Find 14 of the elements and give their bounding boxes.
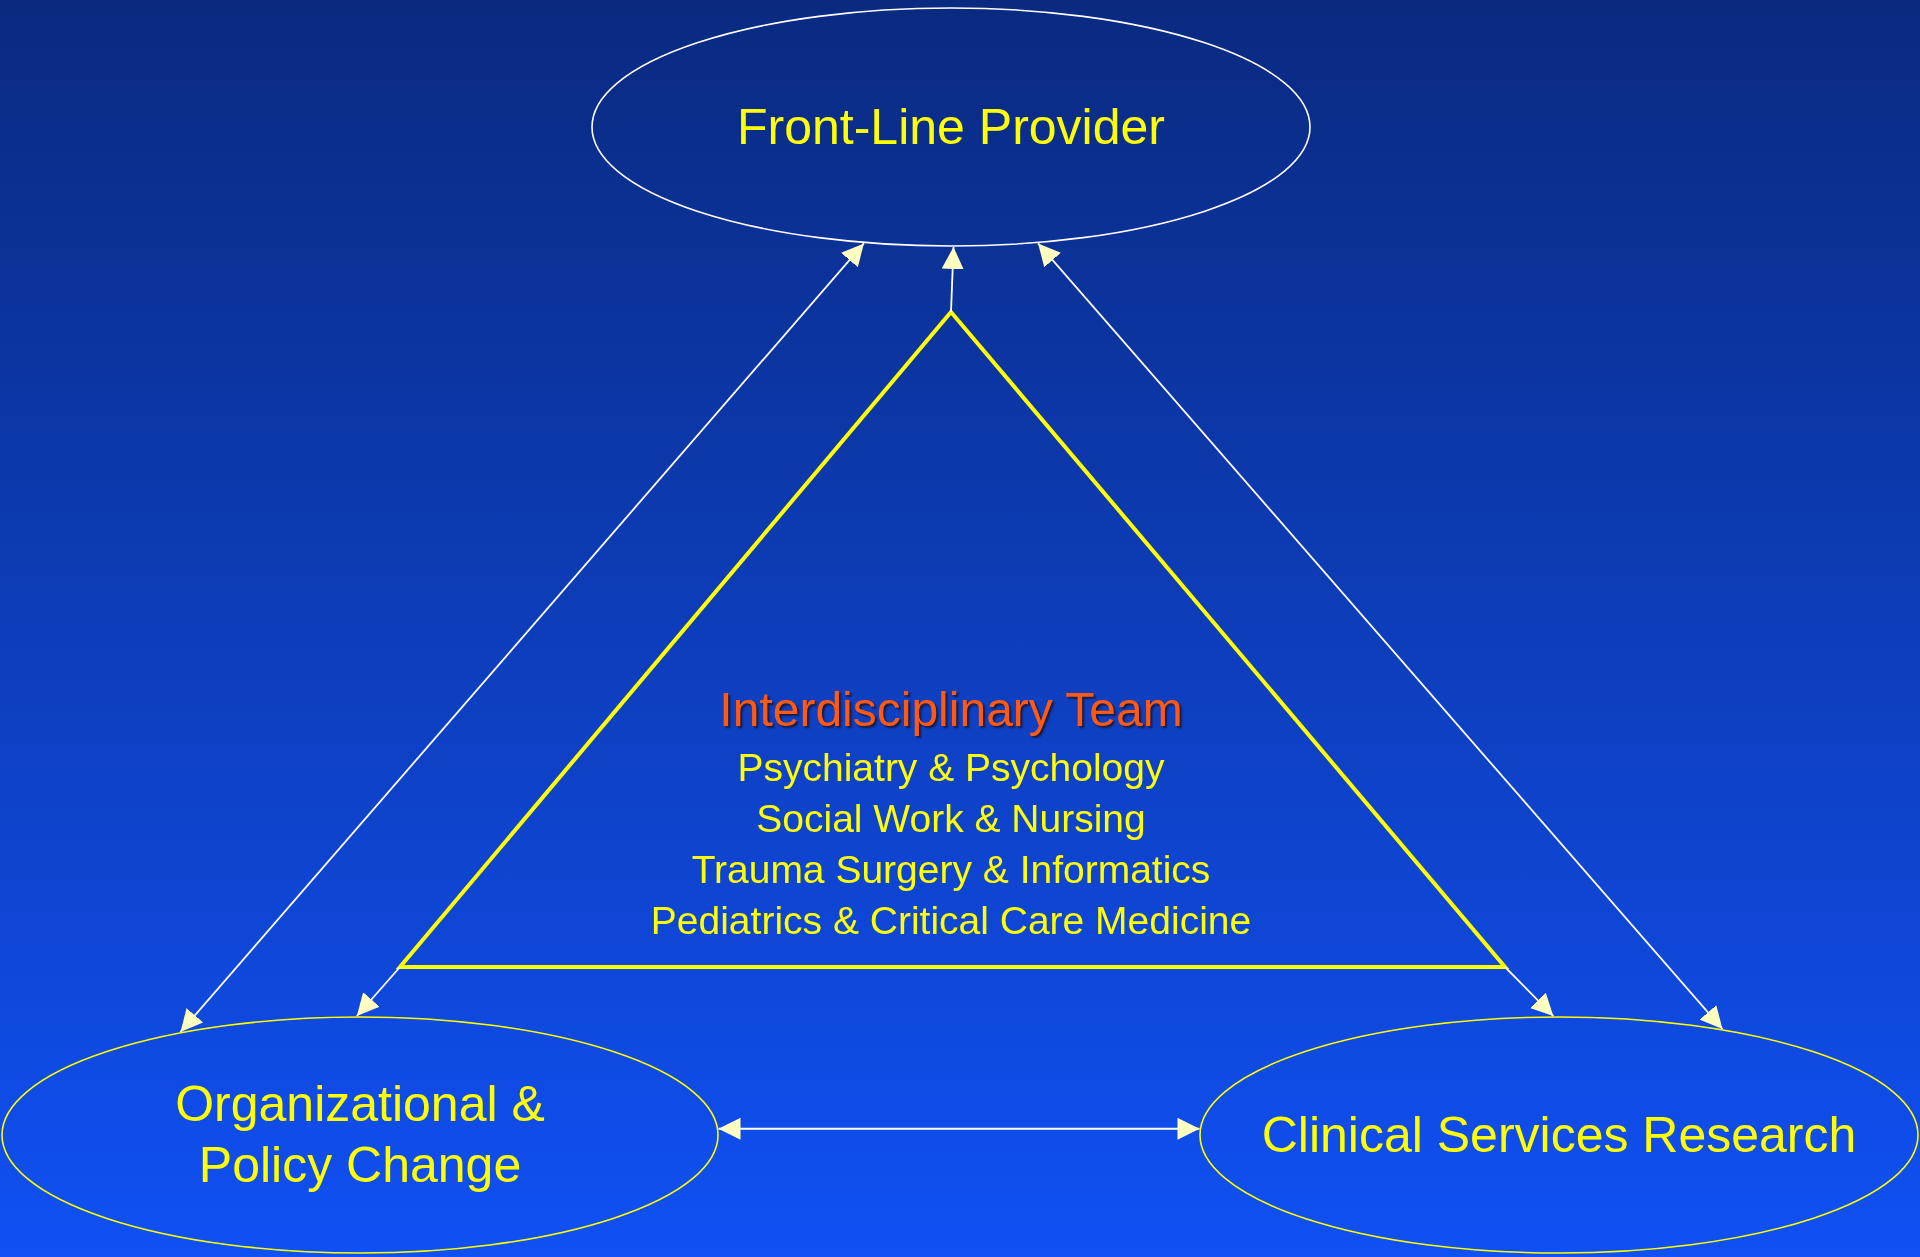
node-label: Clinical Services Research [1260,1105,1858,1165]
arrow [1037,242,1724,1030]
node-label: Organizational & Policy Change [174,1075,546,1195]
discipline-label: Psychiatry & Psychology [737,745,1165,791]
discipline-label: Pediatrics & Critical Care Medicine [650,898,1252,944]
team-heading: Interdisciplinary Team [719,682,1183,738]
node-label: Front-Line Provider [736,97,1166,157]
arrow [1504,966,1555,1017]
discipline-label: Trauma Surgery & Informatics [691,847,1211,893]
arrow [941,246,964,313]
arrow [179,242,865,1033]
discipline-label: Social Work & Nursing [756,796,1146,842]
arrow [355,966,401,1017]
arrow [717,1117,1201,1140]
